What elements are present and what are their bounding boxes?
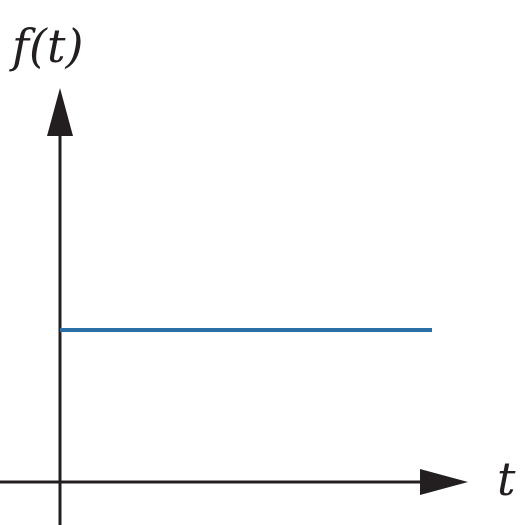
x-axis-arrow xyxy=(420,469,468,495)
y-axis-label: f(t) xyxy=(9,19,83,73)
y-axis-arrow xyxy=(47,88,73,136)
axes xyxy=(0,88,468,525)
x-axis-label: t xyxy=(497,452,516,506)
